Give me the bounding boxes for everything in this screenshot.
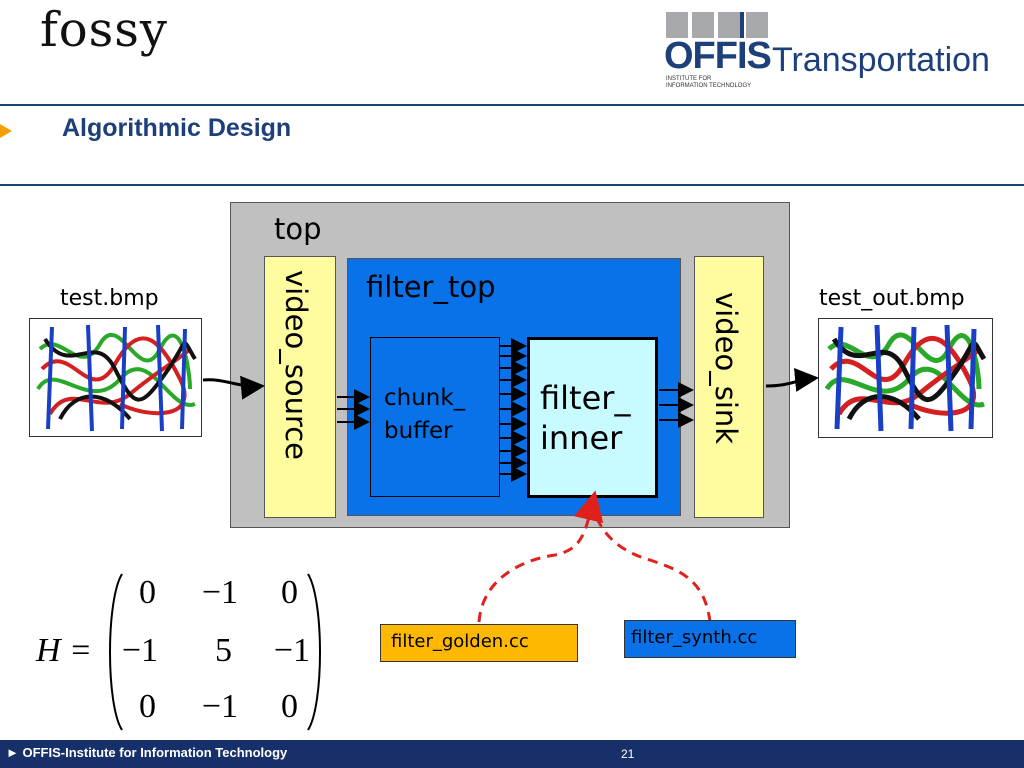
output-image-label: test_out.bmp (819, 286, 965, 311)
video-source-label: video_source (279, 270, 313, 461)
chunk-buffer-box (370, 337, 500, 497)
synth-file-note: filter_synth.cc (624, 620, 796, 658)
top-module-label: top (274, 212, 322, 246)
offis-logo: OFFIS (664, 35, 772, 77)
matrix-cell: 0 (281, 688, 298, 725)
footer-text: ► OFFIS-Institute for Information Techno… (6, 745, 288, 760)
input-to-source-arrow (202, 375, 265, 400)
inner-to-sink-arrows (659, 382, 694, 428)
input-image (29, 318, 202, 437)
matrix-cell: 5 (215, 632, 232, 669)
formula-lhs: H = (36, 632, 92, 669)
matrix-cell: −1 (201, 574, 238, 611)
matrix-cell: −1 (201, 688, 238, 725)
matrix-cell: 0 (281, 574, 298, 611)
offis-logo-subtitle: INSTITUTE FOR INFORMATION TECHNOLOGY (666, 76, 752, 89)
video-sink-label: video_sink (709, 292, 743, 445)
implementation-dashed-links (477, 490, 712, 623)
title-divider (0, 184, 1024, 186)
input-image-label: test.bmp (60, 286, 159, 311)
footer-bar (0, 740, 1024, 768)
page-number: 21 (621, 747, 635, 761)
chunk-to-inner-arrows (500, 338, 527, 482)
matrix: 0 −1 0 −1 5 −1 0 −1 0 (112, 574, 320, 730)
matrix-cell: −1 (121, 632, 158, 669)
source-to-chunk-arrows (337, 389, 370, 430)
sink-to-output-arrow (765, 368, 819, 392)
chunk-buffer-label: chunk_ buffer (384, 385, 466, 444)
title-bullet-icon (0, 124, 12, 138)
golden-file-note: filter_golden.cc (380, 624, 578, 662)
matrix-cell: −1 (273, 632, 310, 669)
header-divider (0, 104, 1024, 106)
matrix-cell: 0 (139, 574, 156, 611)
video-sink-box (694, 256, 764, 518)
slide-title: Algorithmic Design (62, 114, 292, 142)
output-image (818, 318, 993, 438)
matrix-brackets (109, 573, 321, 731)
offis-logo-suffix: Transportation (772, 41, 990, 79)
fossy-logo: fossy (40, 2, 169, 58)
filter-top-label: filter_top (366, 270, 496, 304)
offis-logo-blocks (666, 12, 768, 38)
matrix-cell: 0 (139, 688, 156, 725)
filter-inner-label: filter_ inner (540, 379, 631, 457)
